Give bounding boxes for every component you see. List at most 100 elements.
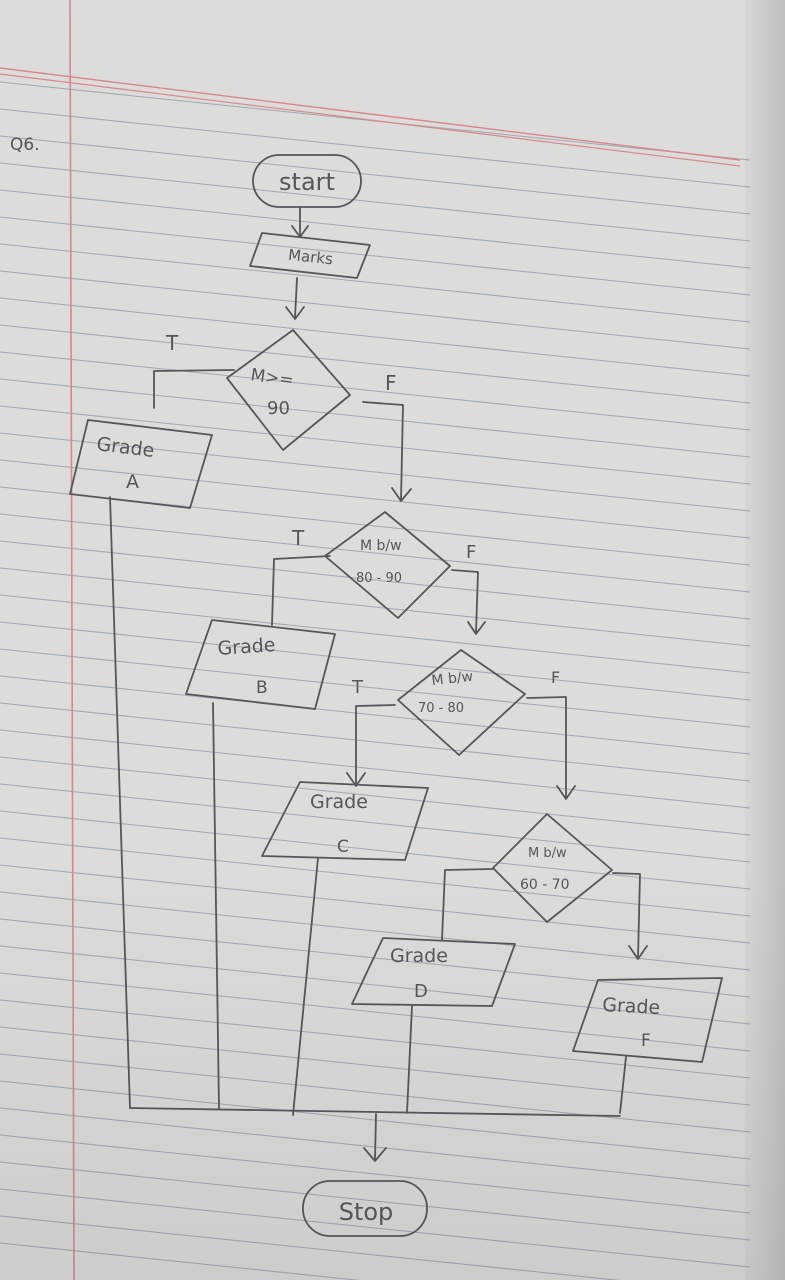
ruled-line	[0, 135, 751, 215]
ruled-line	[0, 513, 751, 593]
decision1-true-line	[153, 369, 235, 409]
ruled-line	[0, 216, 751, 296]
decision3-diamond	[397, 649, 526, 756]
start-label: start	[279, 168, 335, 196]
stop-terminal	[302, 1180, 428, 1237]
connector-a-down	[109, 496, 131, 1109]
ruled-line	[0, 162, 751, 242]
ruled-line	[0, 108, 751, 188]
ruled-line	[0, 270, 751, 350]
start-terminal	[252, 154, 362, 208]
decision2-diamond	[324, 511, 451, 619]
output-a-line1: Grade	[95, 433, 155, 462]
connector-f-down	[619, 1056, 627, 1114]
decision4-true-line	[441, 868, 494, 941]
decision4-diamond	[492, 813, 613, 923]
decision2-line1: M b/w	[360, 538, 402, 554]
decision1-false-label: F	[385, 371, 397, 395]
decision2-true-label: T	[291, 526, 305, 550]
ruled-line	[0, 459, 751, 539]
output-c-line2: C	[337, 837, 349, 857]
ruled-line	[0, 1161, 751, 1241]
ruled-line	[0, 837, 751, 917]
output-c-line1: Grade	[310, 791, 368, 813]
decision3-false-arrow	[526, 696, 576, 800]
output-grade-f-box	[572, 977, 723, 1063]
ruled-line	[0, 594, 751, 674]
ruled-line	[0, 1242, 361, 1280]
ruled-line	[0, 675, 751, 755]
ruled-line	[0, 297, 751, 377]
ruled-line	[0, 378, 751, 458]
output-grade-a-box	[69, 419, 213, 509]
ruled-line	[0, 864, 751, 944]
decision4-line2: 60 - 70	[520, 877, 570, 893]
margin-line-top-1	[0, 67, 741, 161]
decision3-false-label: F	[551, 668, 560, 687]
output-grade-b-box	[185, 619, 336, 710]
ruled-line	[0, 324, 751, 404]
question-label: Q6.	[10, 135, 40, 155]
ruled-line	[0, 729, 751, 809]
input-marks-label: Marks	[287, 246, 334, 269]
ruled-line	[0, 621, 751, 701]
ruled-line	[0, 189, 751, 269]
ruled-line	[0, 891, 751, 971]
decision3-true-label: T	[351, 677, 364, 698]
ruled-line	[0, 810, 751, 890]
output-grade-d-box	[351, 937, 516, 1007]
ruled-line	[0, 702, 751, 782]
ruled-line	[0, 972, 751, 1052]
ruled-line	[0, 1134, 751, 1214]
ruled-lines	[0, 81, 751, 1280]
decision1-diamond	[226, 329, 351, 451]
ruled-line	[0, 648, 751, 728]
decision1-true-label: T	[165, 331, 179, 355]
decision3-line2: 70 - 80	[418, 701, 464, 716]
ruled-line	[0, 1188, 751, 1268]
ruled-line	[0, 1215, 621, 1280]
output-a-line2: A	[126, 471, 139, 493]
decision4-false-arrow	[612, 872, 648, 960]
collector-line	[129, 1107, 621, 1117]
margin-line-vertical	[69, 0, 75, 1280]
output-b-line2: B	[256, 678, 268, 698]
decision1-false-arrow	[362, 401, 412, 502]
decision1-line2: 90	[267, 398, 290, 419]
stop-label: Stop	[339, 1198, 394, 1226]
ruled-line	[0, 243, 751, 323]
output-d-line1: Grade	[390, 945, 448, 967]
ruled-line	[0, 351, 751, 431]
decision3-line1: M b/w	[431, 669, 474, 689]
page-edge	[745, 0, 785, 1280]
decision3-true-arrow	[346, 704, 396, 787]
output-d-line2: D	[414, 981, 428, 1002]
ruled-line	[0, 432, 751, 512]
decision2-true-line	[271, 555, 331, 626]
arrow-input-to-decision1	[285, 277, 305, 320]
output-f-line2: F	[641, 1031, 651, 1051]
output-b-line1: Grade	[217, 634, 276, 660]
ruled-line	[0, 567, 751, 647]
arrow-to-stop	[363, 1113, 387, 1162]
input-marks-box	[249, 232, 371, 279]
decision4-line1: M b/w	[528, 846, 567, 861]
ruled-line	[0, 756, 751, 836]
decision1-line1: M>=	[249, 365, 295, 391]
ruled-line	[0, 405, 751, 485]
ruled-line	[0, 540, 751, 620]
ruled-line	[0, 1053, 751, 1133]
ruled-line	[0, 783, 751, 863]
decision2-line2: 80 - 90	[356, 571, 402, 586]
decision2-false-arrow	[451, 569, 486, 635]
output-f-line1: Grade	[602, 994, 661, 1019]
connector-c-down	[292, 857, 319, 1116]
margin-line-top-2	[0, 73, 741, 167]
connector-b-down	[212, 702, 220, 1109]
connector-d-down	[406, 1005, 413, 1114]
ruled-line	[0, 1026, 751, 1106]
output-grade-c-box	[261, 781, 429, 861]
decision2-false-label: F	[466, 542, 476, 563]
